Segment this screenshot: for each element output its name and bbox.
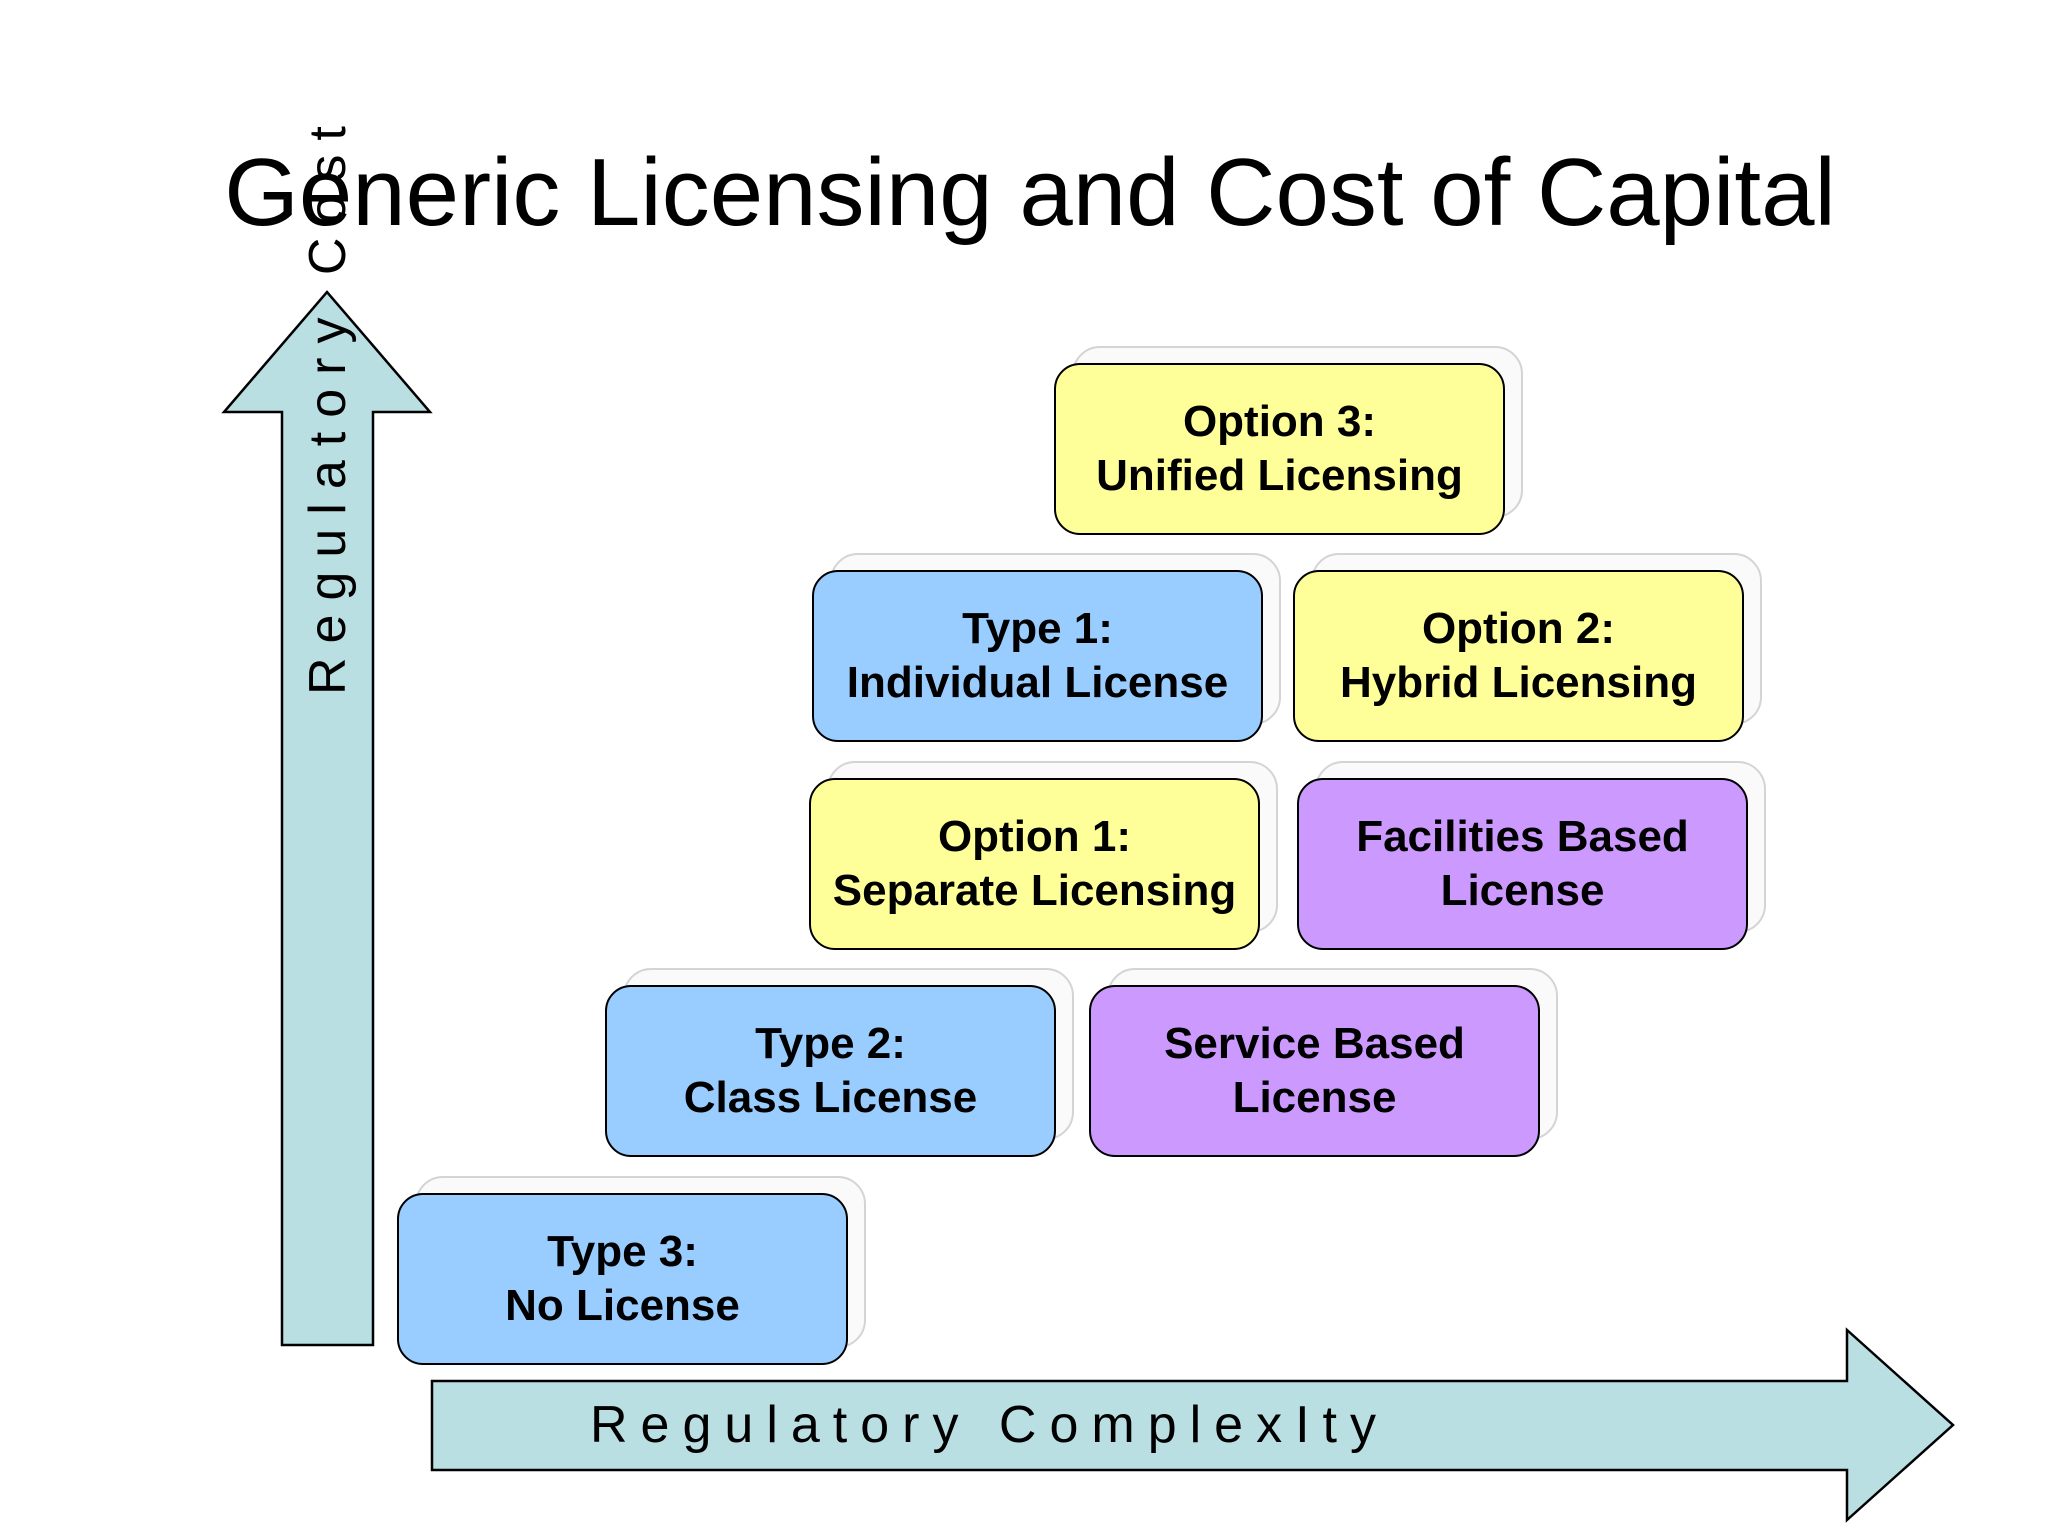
option-2-box: Option 2: Hybrid Licensing xyxy=(1293,570,1744,742)
option-1-block: Option 1: Separate Licensing xyxy=(809,761,1278,950)
box-line-2: License xyxy=(1440,866,1605,915)
box-line-2: License xyxy=(1232,1073,1397,1122)
type-2-block: Type 2: Class License xyxy=(605,968,1074,1157)
facilities-based-block: Facilities Based License xyxy=(1297,761,1766,950)
page-title: Generic Licensing and Cost of Capital xyxy=(224,139,1836,246)
option-2-block: Option 2: Hybrid Licensing xyxy=(1293,553,1762,742)
box-line-2: Hybrid Licensing xyxy=(1340,658,1697,707)
box-line-1: Type 2: xyxy=(755,1019,906,1068)
type-1-box: Type 1: Individual License xyxy=(812,570,1263,742)
type-1-block: Type 1: Individual License xyxy=(812,553,1281,742)
box-line-1: Type 1: xyxy=(962,604,1113,653)
box-line-1: Facilities Based xyxy=(1356,812,1689,861)
horizontal-arrow xyxy=(430,1327,1955,1523)
box-line-2: Separate Licensing xyxy=(832,866,1237,915)
type-3-block: Type 3: No License xyxy=(397,1176,866,1365)
type-3-box: Type 3: No License xyxy=(397,1193,848,1365)
box-line-2: No License xyxy=(505,1281,740,1330)
box-line-1: Option 3: xyxy=(1182,397,1377,446)
box-line-2: Class License xyxy=(683,1073,978,1122)
service-based-block: Service Based License xyxy=(1089,968,1558,1157)
service-based-box: Service Based License xyxy=(1089,985,1540,1157)
facilities-based-box: Facilities Based License xyxy=(1297,778,1748,950)
box-line-1: Service Based xyxy=(1164,1019,1465,1068)
option-3-block: Option 3: Unified Licensing xyxy=(1054,346,1523,535)
option-1-box: Option 1: Separate Licensing xyxy=(809,778,1260,950)
vertical-arrow xyxy=(221,290,433,1347)
box-line-1: Type 3: xyxy=(547,1227,698,1276)
box-line-2: Unified Licensing xyxy=(1096,451,1463,500)
type-2-box: Type 2: Class License xyxy=(605,985,1056,1157)
horizontal-axis-label: Regulatory ComplexIty xyxy=(590,1396,1389,1454)
box-line-2: Individual License xyxy=(846,658,1229,707)
box-line-1: Option 2: xyxy=(1421,604,1616,653)
option-3-box: Option 3: Unified Licensing xyxy=(1054,363,1505,535)
box-line-1: Option 1: xyxy=(937,812,1132,861)
